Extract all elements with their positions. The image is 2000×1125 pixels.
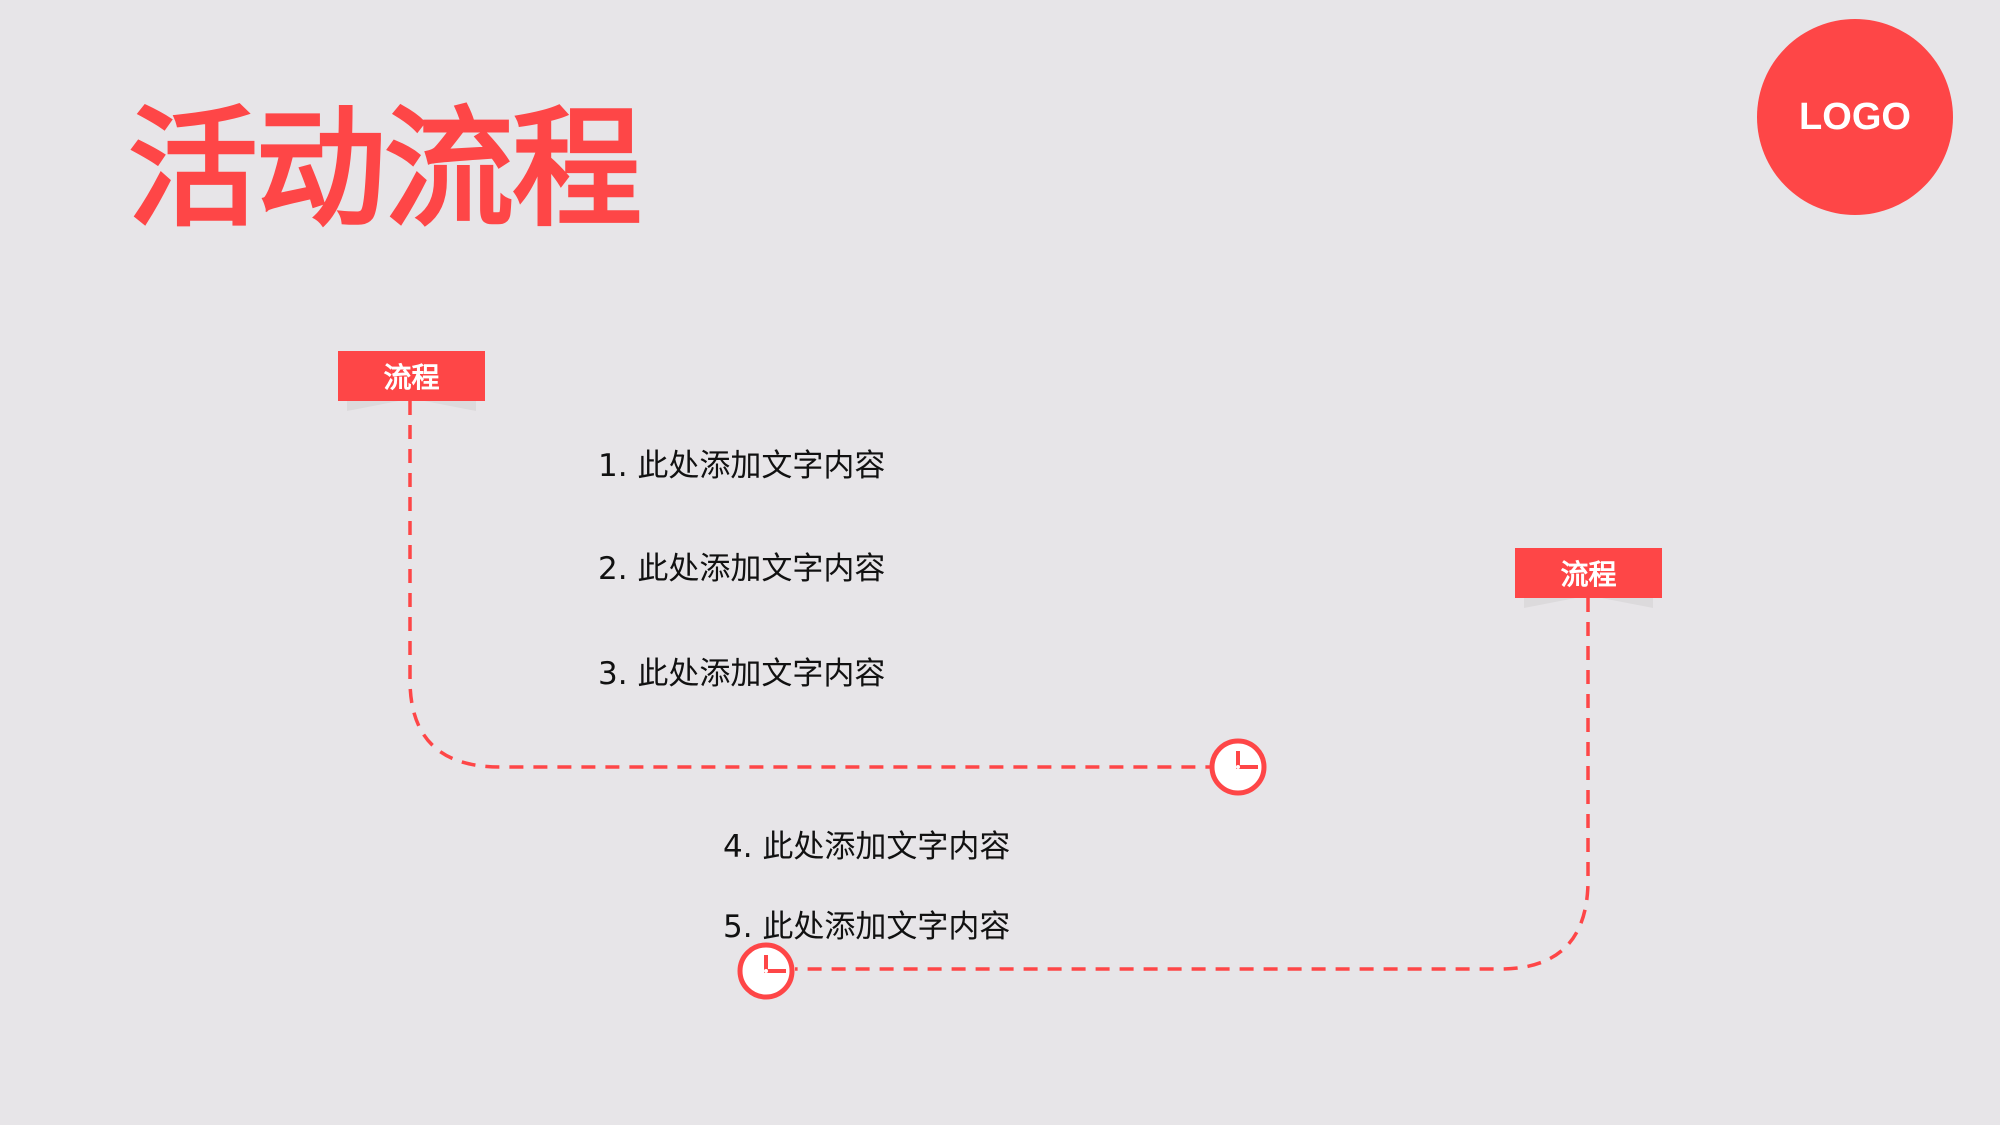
step-4: 4. 此处添加文字内容 xyxy=(723,829,1011,865)
connector-2 xyxy=(795,598,1590,971)
page-title: 活动流程 xyxy=(128,93,642,245)
step-3: 3. 此处添加文字内容 xyxy=(598,656,886,692)
flow-tag-label: 流程 xyxy=(383,361,440,394)
clock-icon xyxy=(1209,738,1267,796)
flow-tag-label: 流程 xyxy=(1560,558,1617,591)
flow-tag-2: 流程 xyxy=(1515,548,1662,598)
connector-1 xyxy=(408,401,1210,769)
step-2: 2. 此处添加文字内容 xyxy=(598,551,886,587)
step-5: 5. 此处添加文字内容 xyxy=(723,909,1011,945)
logo-label: LOGO xyxy=(1799,95,1911,138)
flow-tag-1: 流程 xyxy=(338,351,485,401)
step-1: 1. 此处添加文字内容 xyxy=(598,448,886,484)
clock-icon xyxy=(737,942,795,1000)
logo: LOGO xyxy=(1757,19,1953,215)
